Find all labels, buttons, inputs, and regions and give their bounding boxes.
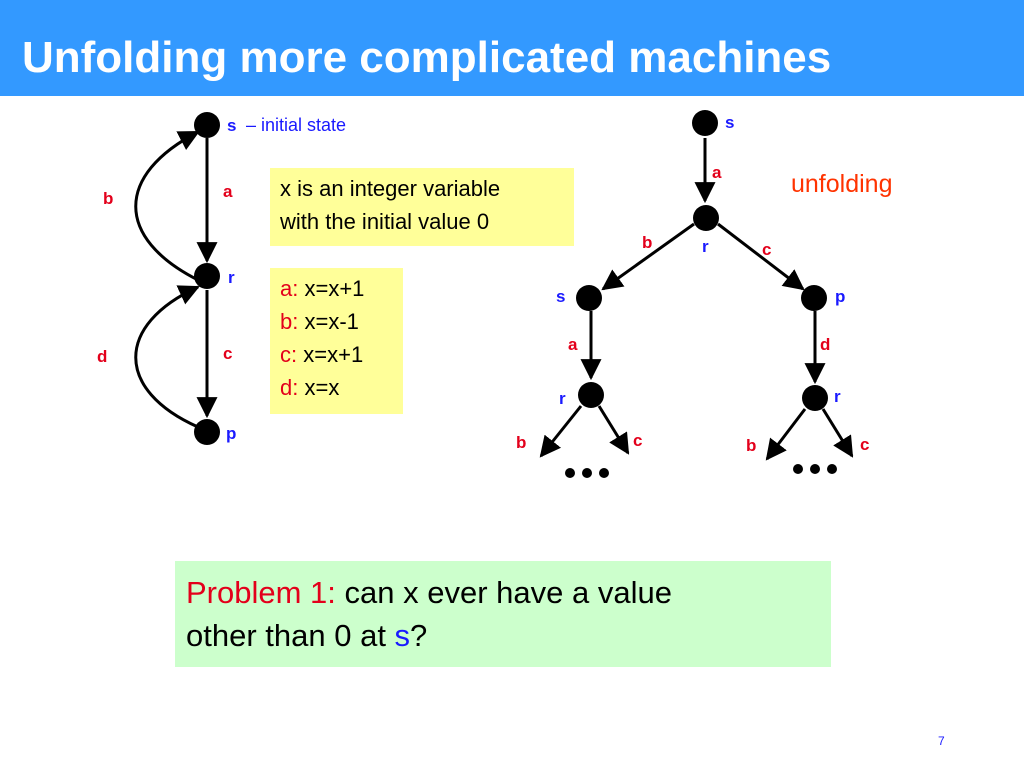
operation-d-name: d: [280, 375, 299, 400]
edge-label-a: a [223, 182, 233, 201]
edge-label-d: d [97, 347, 107, 366]
tree-label-lr-c: c [633, 431, 642, 450]
tree-label-right-d: d [820, 335, 830, 354]
tree-label-rr-c: c [860, 435, 869, 454]
edge-d-arrow [134, 285, 200, 429]
tree-edge-rl-b [765, 408, 807, 461]
operations-note: a: x=x+1 b: x=x-1 c: x=x+1 d: x=x [270, 268, 403, 414]
tree-state-left-r: r [559, 389, 566, 408]
tree-state-r1: r [702, 237, 709, 256]
state-node-s [194, 112, 220, 138]
tree-edge-c [717, 222, 805, 291]
unfolding-label: unfolding [791, 170, 893, 198]
problem-state: s [394, 618, 411, 653]
tree-node-right-r [802, 385, 828, 411]
operation-b-name: b: [280, 309, 299, 334]
slide-title: Unfolding more complicated machines [22, 33, 832, 82]
operation-b-expr: x=x-1 [304, 309, 359, 334]
tree-state-root: s [725, 113, 734, 132]
tree-edge-b [601, 222, 695, 291]
edge-b-arrow [134, 130, 200, 282]
state-node-p [194, 419, 220, 445]
state-label-r: r [228, 268, 235, 287]
tree-edge-ll-b [539, 405, 583, 458]
problem-end: ? [410, 618, 428, 653]
operation-a: a: x=x+1 [280, 272, 403, 305]
operation-c: c: x=x+1 [280, 338, 403, 371]
state-node-r [194, 263, 220, 289]
problem-text2: other than 0 at [186, 618, 395, 653]
title-bar: Unfolding more complicated machines [0, 0, 1024, 96]
state-label-s: s [227, 116, 236, 135]
machine-graph: s – initial state r p a b c d [97, 112, 346, 445]
ellipsis-left [565, 468, 609, 478]
operation-d-expr: x=x [304, 375, 340, 400]
problem-line2: other than 0 at s? [186, 614, 831, 657]
tree-label-ll-b: b [516, 433, 526, 452]
tree-node-right [801, 285, 827, 311]
tree-edge-lr-c [597, 405, 630, 455]
problem-text1: can x ever have a value [335, 575, 672, 610]
tree-label-left-a: a [568, 335, 578, 354]
operation-a-expr: x=x+1 [304, 276, 365, 301]
operation-d: d: x=x [280, 371, 403, 404]
ellipsis-right [793, 464, 837, 474]
state-label-p: p [226, 424, 236, 443]
tree-state-right: p [835, 287, 845, 306]
operation-a-name: a: [280, 276, 299, 301]
initial-state-note: – initial state [246, 115, 346, 135]
tree-label-rl-b: b [746, 436, 756, 455]
tree-label-c: c [762, 240, 771, 259]
variable-note-line1: x is an integer variable [280, 176, 501, 201]
variable-note: x is an integer variable with the initia… [270, 168, 574, 246]
edge-label-c: c [223, 344, 232, 363]
tree-label-b: b [642, 233, 652, 252]
operation-c-name: c: [280, 342, 298, 367]
problem-label: Problem 1: [186, 575, 336, 610]
operation-b: b: x=x-1 [280, 305, 403, 338]
operation-c-expr: x=x+1 [303, 342, 364, 367]
tree-node-left [576, 285, 602, 311]
tree-edge-rr-c [821, 408, 854, 458]
tree-label-root-a: a [712, 163, 722, 182]
tree-node-root [692, 110, 718, 136]
edge-label-b: b [103, 189, 113, 208]
problem-line1: Problem 1: can x ever have a value [186, 571, 831, 614]
problem-box: Problem 1: can x ever have a value other… [175, 561, 831, 667]
page-number: 7 [938, 734, 945, 748]
unfolding-tree: s r s p r r a b c a d b c b c [516, 110, 869, 478]
tree-state-right-r: r [834, 387, 841, 406]
variable-note-line2: with the initial value 0 [280, 209, 490, 234]
tree-node-left-r [578, 382, 604, 408]
tree-node-r1 [693, 205, 719, 231]
tree-state-left: s [556, 287, 565, 306]
